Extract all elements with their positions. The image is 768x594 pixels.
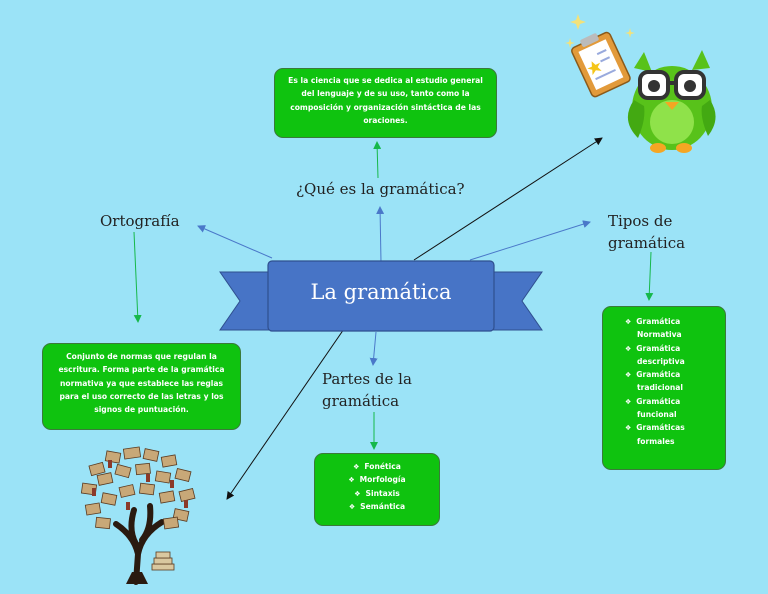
- definition-box: Es la ciencia que se dedica al estudio g…: [274, 68, 497, 138]
- partes-item: Semántica: [319, 500, 435, 513]
- arrow-to-partes: [369, 331, 378, 366]
- definition-text: Es la ciencia que se dedica al estudio g…: [288, 76, 483, 125]
- node-tipos: Tipos de gramática: [608, 211, 685, 255]
- arrow-to-book-tree: [226, 325, 347, 500]
- arrow-ortografia-to-box: [133, 231, 142, 323]
- partes-item: Fonética: [319, 460, 435, 473]
- arrow-tipos-to-box: [645, 251, 654, 301]
- arrow-to-tipos: [469, 220, 591, 261]
- clipboard-icon: [571, 31, 631, 98]
- arrow-to-owl: [413, 137, 603, 261]
- node-tipos-line1: Tipos de: [608, 212, 673, 230]
- partes-box: Fonética Morfología Sintaxis Semántica: [314, 453, 440, 526]
- node-partes-line1: Partes de la: [322, 370, 412, 388]
- book-tree-icon: [80, 446, 196, 585]
- node-ortografia: Ortografía: [100, 212, 180, 230]
- node-tipos-line2: gramática: [608, 233, 686, 252]
- node-que-es: ¿Qué es la gramática?: [296, 180, 465, 198]
- node-partes-line2: gramática: [322, 391, 400, 410]
- owl-mascot-icon: [565, 14, 716, 153]
- ortografia-box: Conjunto de normas que regulan la escrit…: [42, 343, 241, 430]
- tipos-item: Gramática descriptiva: [609, 342, 719, 369]
- arrow-que-es-to-box: [373, 141, 382, 179]
- central-title: La gramática: [310, 280, 452, 304]
- tipos-item: Gramáticas formales: [609, 421, 719, 448]
- arrow-to-que-es: [376, 206, 385, 263]
- node-partes: Partes de la gramática: [322, 369, 412, 413]
- central-ribbon: [219, 260, 543, 332]
- sparkle-icon: [565, 14, 635, 48]
- partes-item: Morfología: [319, 473, 435, 486]
- tipos-item: Gramática tradicional: [609, 368, 719, 395]
- tipos-item: Gramática funcional: [609, 395, 719, 422]
- tipos-item: Gramática Normativa: [609, 315, 719, 342]
- ortografia-text: Conjunto de normas que regulan la escrit…: [58, 352, 225, 415]
- partes-item: Sintaxis: [319, 487, 435, 500]
- arrow-to-ortografia: [197, 225, 273, 259]
- tipos-box: Gramática Normativa Gramática descriptiv…: [602, 306, 726, 470]
